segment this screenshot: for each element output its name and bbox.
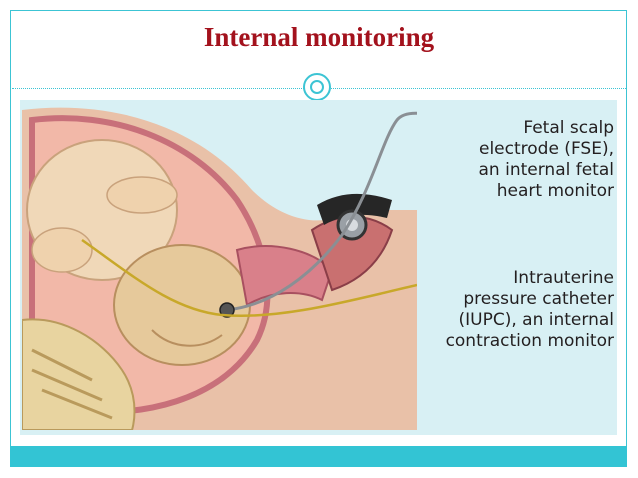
cervix	[235, 245, 334, 307]
fse-wire	[226, 111, 417, 312]
fetus-leg	[31, 227, 93, 273]
iupc-label: Intrauterine pressure catheter (IUPC), a…	[445, 268, 614, 351]
slide-title: Internal monitoring	[203, 22, 435, 52]
iupc-catheter	[81, 238, 417, 317]
fetal-monitoring-illustration	[22, 107, 417, 430]
fse-electrode	[219, 302, 235, 318]
fetus-arm	[106, 176, 178, 214]
footer-band	[10, 446, 627, 467]
fse-label: Fetal scalp electrode (FSE), an internal…	[478, 118, 614, 201]
leg-strap	[317, 193, 392, 225]
circle-ornament-icon	[303, 73, 331, 101]
